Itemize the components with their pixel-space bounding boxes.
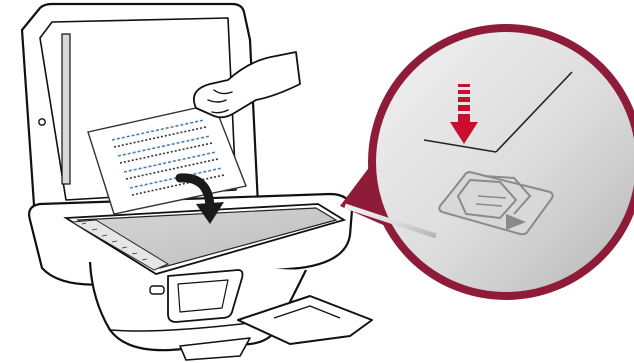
callout-magnifier <box>340 28 634 296</box>
callout-circle <box>372 28 634 296</box>
